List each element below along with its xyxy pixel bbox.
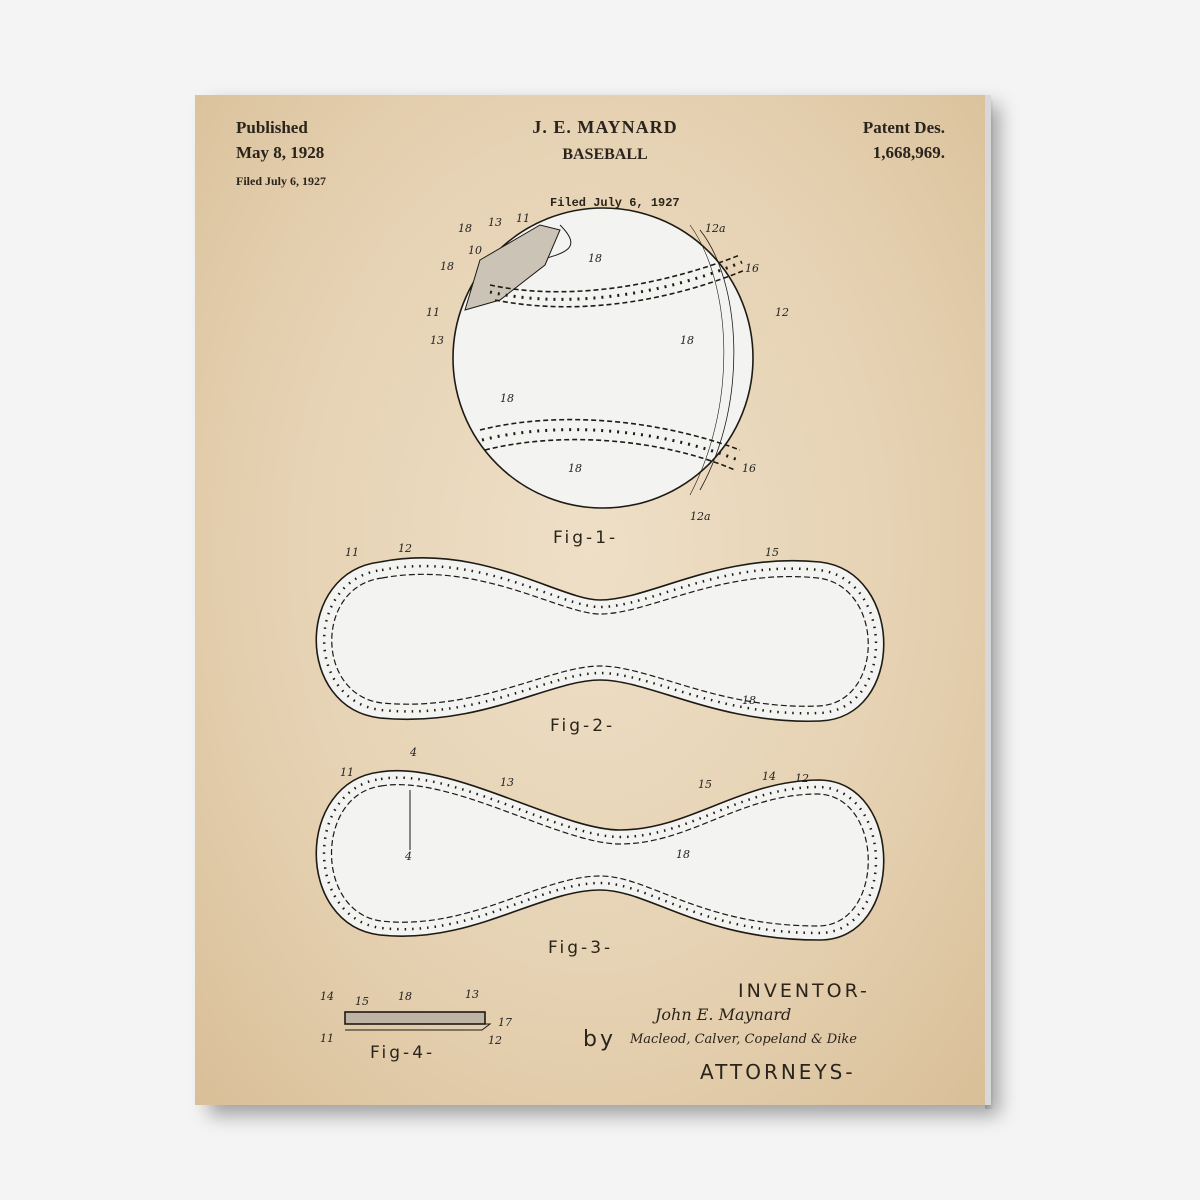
svg-text:18: 18: [588, 252, 602, 265]
attorneys-label: ATTORNEYS-: [700, 1060, 856, 1084]
svg-text:13: 13: [488, 216, 502, 229]
canvas-edge: [985, 99, 993, 1109]
svg-text:18: 18: [680, 334, 694, 347]
svg-text:4: 4: [404, 850, 412, 863]
by-label: by: [583, 1027, 616, 1052]
svg-text:18: 18: [458, 222, 472, 235]
svg-text:10: 10: [468, 244, 482, 257]
svg-text:13: 13: [465, 988, 479, 1001]
svg-text:18: 18: [742, 694, 756, 707]
svg-text:15: 15: [698, 778, 712, 791]
svg-text:16: 16: [742, 462, 756, 475]
svg-text:17: 17: [498, 1016, 512, 1029]
svg-text:13: 13: [430, 334, 444, 347]
svg-text:11: 11: [340, 766, 354, 779]
reference-numerals: 18 13 11 10 18 11 13 12a 18 16 12 18 18 18 16 12a 1…: [320, 212, 809, 1047]
svg-text:14: 14: [320, 990, 334, 1003]
filed-note: Filed July 6, 1927: [550, 196, 680, 210]
fig4-label: Fig-4-: [370, 1043, 436, 1063]
patent-title: BASEBALL: [562, 146, 648, 163]
cross-section-fig4: [344, 1011, 486, 1025]
svg-text:4: 4: [409, 746, 417, 759]
svg-text:12a: 12a: [705, 222, 726, 235]
svg-text:18: 18: [676, 848, 690, 861]
fig2-label: Fig-2-: [550, 716, 616, 736]
svg-text:14: 14: [762, 770, 776, 783]
svg-text:15: 15: [355, 995, 369, 1008]
svg-text:18: 18: [568, 462, 582, 475]
svg-text:15: 15: [765, 546, 779, 559]
svg-text:11: 11: [426, 306, 440, 319]
cover-piece-fig3: [315, 769, 885, 941]
svg-text:13: 13: [500, 776, 514, 789]
svg-text:12: 12: [488, 1034, 502, 1047]
svg-text:12: 12: [795, 772, 809, 785]
svg-text:16: 16: [745, 262, 759, 275]
svg-text:12: 12: [398, 542, 412, 555]
svg-text:18: 18: [440, 260, 454, 273]
patent-label: Patent Des.: [862, 118, 945, 137]
patent-number: 1,668,969.: [872, 143, 945, 162]
published-label: Published: [236, 118, 308, 137]
svg-text:12a: 12a: [690, 510, 711, 523]
fig3-label: Fig-3-: [548, 938, 614, 958]
svg-text:11: 11: [320, 1032, 334, 1045]
svg-text:18: 18: [398, 990, 412, 1003]
svg-text:11: 11: [516, 212, 530, 225]
inventor-signature: John E. Maynard: [655, 1005, 792, 1024]
inventor-label: INVENTOR-: [738, 980, 870, 1002]
inventor-name: J. E. MAYNARD: [532, 117, 678, 137]
svg-text:18: 18: [500, 392, 514, 405]
cover-piece-fig2: [315, 557, 885, 722]
svg-text:12: 12: [775, 306, 789, 319]
filed-date: Filed July 6, 1927: [236, 174, 327, 188]
attorneys-signature: Macleod, Calver, Copeland & Dike: [630, 1032, 857, 1047]
fig1-label: Fig-1-: [553, 528, 619, 548]
published-date: May 8, 1928: [236, 143, 325, 162]
svg-text:11: 11: [345, 546, 359, 559]
baseball-figure: [452, 207, 754, 509]
